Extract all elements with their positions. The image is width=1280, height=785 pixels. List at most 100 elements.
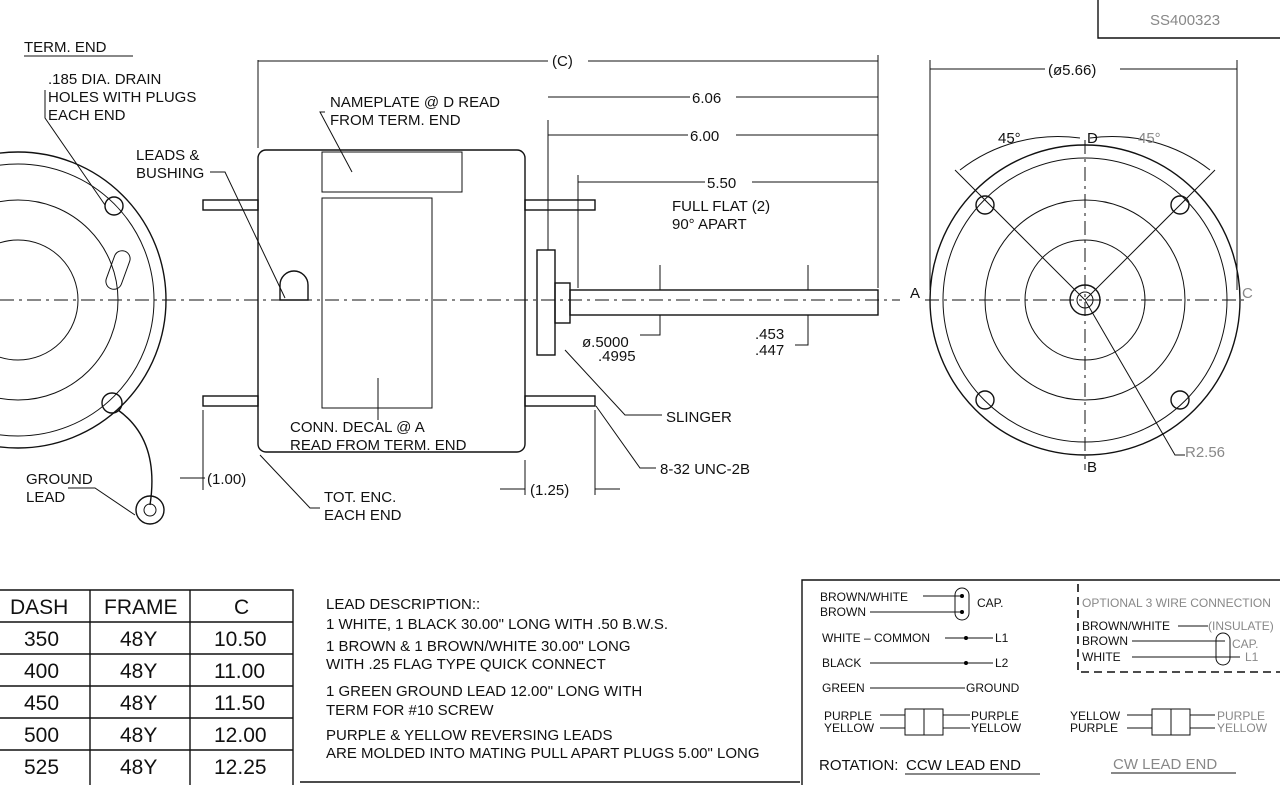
header-c: C: [234, 596, 249, 619]
label: ROTATION:: [819, 757, 898, 774]
header-dash: DASH: [10, 596, 68, 619]
label: PURPLE & YELLOW REVERSING LEADS: [326, 727, 613, 744]
dim-1-00: (1.00): [207, 471, 246, 488]
title-block: SS400323: [1097, 0, 1280, 39]
dim-dia-5-66: (ø5.66): [1048, 62, 1096, 79]
wiring-diagram: BROWN/WHITE BROWN CAP. WHITE – COMMON L1…: [801, 579, 1280, 785]
drain-holes-label: .185 DIA. DRAIN: [48, 71, 161, 88]
label: 1 BROWN & 1 BROWN/WHITE 30.00" LONG: [326, 638, 631, 655]
label: PURPLE: [824, 709, 872, 723]
term-end-view: TERM. END .185 DIA. DRAIN HOLES WITH PLU…: [0, 39, 196, 525]
axis-b: B: [1087, 459, 1097, 476]
lead-description: LEAD DESCRIPTION:: 1 WHITE, 1 BLACK 30.0…: [300, 596, 800, 783]
label: BROWN: [1082, 634, 1128, 648]
label: 350: [24, 628, 59, 651]
nameplate-label: NAMEPLATE @ D READ: [330, 94, 500, 111]
thread-label: 8-32 UNC-2B: [660, 461, 750, 478]
slinger-label: SLINGER: [666, 409, 732, 426]
label: 12.00: [214, 724, 267, 747]
header-frame: FRAME: [104, 596, 178, 619]
label: OPTIONAL 3 WIRE CONNECTION: [1082, 596, 1271, 610]
ground-lead-label: LEAD: [26, 489, 65, 506]
label: TERM FOR #10 SCREW: [326, 702, 494, 719]
flat-dim: .447: [755, 342, 784, 359]
term-end-label: TERM. END: [24, 39, 107, 56]
axis-d: D: [1087, 130, 1098, 147]
table-row: 350 48Y 10.50: [24, 628, 267, 651]
leads-bushing-label: BUSHING: [136, 165, 204, 182]
label: 525: [24, 756, 59, 779]
label: YELLOW: [1070, 709, 1121, 723]
conn-decal-label: CONN. DECAL @ A: [290, 419, 425, 436]
label: BROWN/WHITE: [820, 590, 908, 604]
label: WITH .25 FLAG TYPE QUICK CONNECT: [326, 656, 606, 673]
dim-c: (C): [552, 53, 573, 70]
label: L1: [1245, 650, 1259, 664]
ccw-lead-end: CCW LEAD END: [906, 757, 1021, 774]
label: 1 GREEN GROUND LEAD 12.00" LONG WITH: [326, 683, 642, 700]
label: WHITE: [1082, 650, 1121, 664]
conn-decal-label: READ FROM TERM. END: [290, 437, 467, 454]
label: YELLOW: [824, 721, 875, 735]
label: 500: [24, 724, 59, 747]
drawing-number: SS400323: [1150, 12, 1220, 29]
full-flat-label: 90° APART: [672, 216, 747, 233]
label: 48Y: [120, 692, 157, 715]
tot-enc-label: TOT. ENC.: [324, 489, 396, 506]
shaft-diameter: .4995: [598, 348, 636, 365]
label: BROWN/WHITE: [1082, 619, 1170, 633]
cw-lead-end: CW LEAD END: [1113, 756, 1217, 773]
shaft-diameter: ø.5000: [582, 334, 629, 351]
label: YELLOW: [1217, 721, 1268, 735]
label: 11.00: [214, 660, 265, 683]
label: (INSULATE): [1208, 619, 1274, 633]
label: 1 WHITE, 1 BLACK 30.00" LONG WITH .50 B.…: [326, 616, 668, 633]
label: 450: [24, 692, 59, 715]
drain-holes-label: EACH END: [48, 107, 126, 124]
label: 48Y: [120, 724, 157, 747]
flat-dim: .453: [755, 326, 784, 343]
axis-c: C: [1242, 285, 1253, 302]
label: PURPLE: [1070, 721, 1118, 735]
full-flat-label: FULL FLAT (2): [672, 198, 770, 215]
drain-holes-label: HOLES WITH PLUGS: [48, 89, 196, 106]
label: 48Y: [120, 628, 157, 651]
label: 12.25: [214, 756, 267, 779]
dim-1-25: (1.25): [530, 482, 569, 499]
label: 48Y: [120, 756, 157, 779]
label: YELLOW: [971, 721, 1022, 735]
side-view: (C) 6.06 6.00 5.50 FULL FLAT (2) 90° APA…: [136, 53, 900, 524]
ground-lead-label: GROUND: [26, 471, 93, 488]
nameplate-label: FROM TERM. END: [330, 112, 461, 129]
label: 11.50: [214, 692, 265, 715]
lead-end-view: (ø5.66) 45° 45° D A C B R2.56: [910, 60, 1253, 476]
label: 48Y: [120, 660, 157, 683]
label: 10.50: [214, 628, 267, 651]
label: LEAD DESCRIPTION::: [326, 596, 480, 613]
table-row: 450 48Y 11.50: [24, 692, 265, 715]
label: CAP.: [977, 596, 1003, 610]
tot-enc-label: EACH END: [324, 507, 402, 524]
dim-5-50: 5.50: [707, 175, 736, 192]
leads-bushing-label: LEADS &: [136, 147, 199, 164]
label: ARE MOLDED INTO MATING PULL APART PLUGS …: [326, 745, 760, 762]
label: CAP.: [1232, 637, 1258, 651]
dim-6-00: 6.00: [690, 128, 719, 145]
label: GROUND: [966, 681, 1020, 695]
label: WHITE – COMMON: [822, 631, 930, 645]
angle-45: 45°: [998, 130, 1021, 147]
angle-45: 45°: [1138, 130, 1161, 147]
label: BLACK: [822, 656, 861, 670]
label: L2: [995, 656, 1009, 670]
table-row: 500 48Y 12.00: [24, 724, 267, 747]
label: PURPLE: [971, 709, 1019, 723]
label: BROWN: [820, 605, 866, 619]
table-row: 525 48Y 12.25: [24, 756, 267, 779]
axis-a: A: [910, 285, 920, 302]
label: GREEN: [822, 681, 865, 695]
dim-r2-56: R2.56: [1185, 444, 1225, 461]
label: PURPLE: [1217, 709, 1265, 723]
